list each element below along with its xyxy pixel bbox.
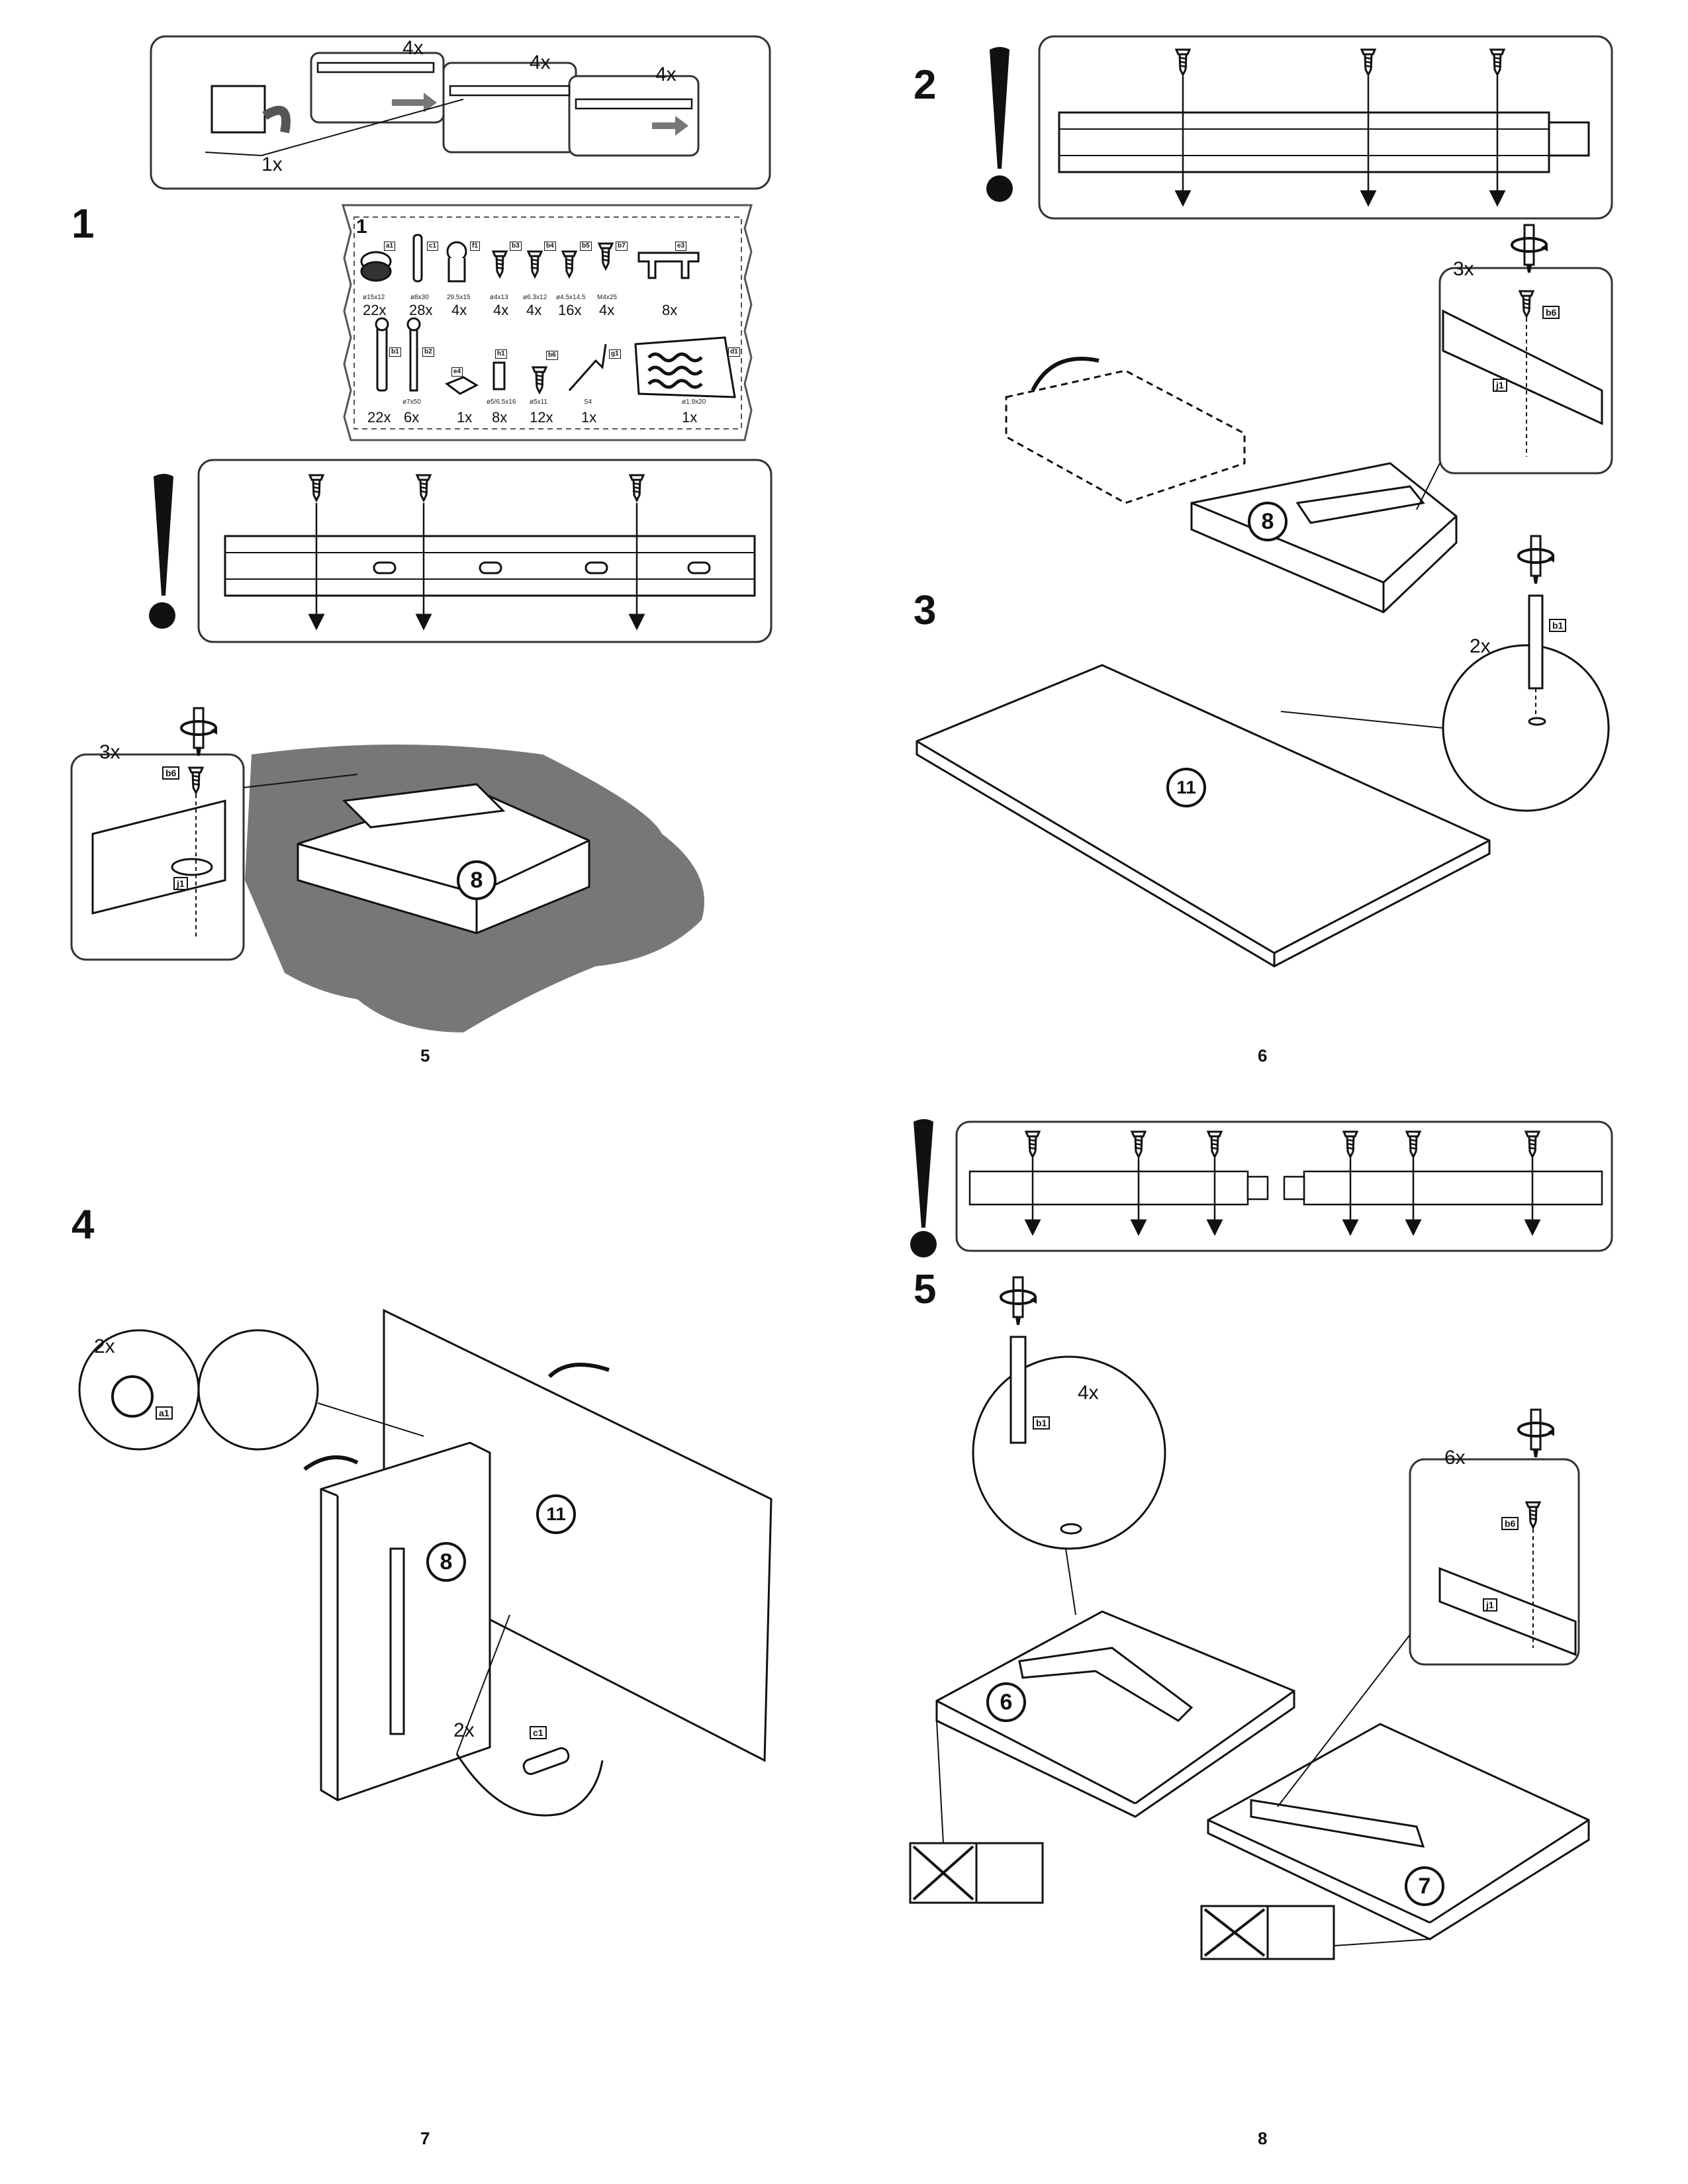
part-code: a1 — [384, 242, 396, 251]
panel-number-8: 8 — [426, 1542, 466, 1582]
part-qty: 4x — [493, 302, 509, 318]
part-qty: 22x — [363, 302, 387, 318]
parts-bag-label: 1 — [356, 216, 367, 238]
part-code: d1 — [728, 347, 740, 357]
detail-qty: 2x — [1470, 635, 1491, 657]
part-code: f1 — [470, 242, 480, 251]
part-code: b3 — [510, 242, 522, 251]
part-qty: 1x — [457, 409, 473, 426]
step-number-5: 5 — [914, 1267, 937, 1312]
part-code: b1 — [389, 347, 401, 357]
part-dim: 29.5x15 — [447, 294, 471, 301]
page-number: 8 — [1258, 2128, 1268, 2148]
panel-number-11: 11 — [536, 1494, 576, 1534]
part-dim: ø5/6.5x16 — [487, 398, 516, 406]
step-number-2: 2 — [914, 62, 937, 108]
dowel-code: c1 — [530, 1726, 547, 1739]
part-code: c1 — [427, 242, 439, 251]
panel-number-11: 11 — [1166, 768, 1206, 807]
detail-code-rail: j1 — [1493, 379, 1507, 392]
step-number-4: 4 — [71, 1202, 95, 1248]
part-qty: 4x — [451, 302, 467, 318]
detail-qty: 3x — [1453, 258, 1474, 280]
part-dim: ø8x30 — [410, 294, 429, 301]
cam-code: a1 — [156, 1406, 173, 1420]
panel-number-8: 8 — [1248, 502, 1288, 541]
part-dim: ø4.5x14.5 — [556, 294, 586, 301]
callout-qty-3: 4x — [655, 64, 677, 85]
part-qty: 4x — [526, 302, 542, 318]
page-number: 7 — [420, 2128, 430, 2148]
screw-qty: 6x — [1444, 1447, 1466, 1469]
part-qty: 4x — [599, 302, 615, 318]
pin-qty: 4x — [1078, 1382, 1099, 1404]
part-code: b2 — [422, 347, 434, 357]
part-code: b5 — [580, 242, 592, 251]
pin-code: b1 — [1033, 1416, 1051, 1430]
part-dim: ø15x12 — [363, 294, 385, 301]
part-dim: ø5x11 — [530, 398, 548, 406]
panel-number-8: 8 — [457, 860, 496, 900]
page-number: 5 — [420, 1046, 430, 1066]
panel-number-7: 7 — [1405, 1866, 1444, 1906]
part-code: b4 — [544, 242, 556, 251]
part-code: g1 — [609, 349, 621, 359]
detail-qty: 3x — [99, 741, 120, 763]
part-code: h1 — [495, 349, 507, 359]
part-qty: 8x — [492, 409, 508, 426]
screw-code: b6 — [1501, 1517, 1519, 1530]
cam-qty: 2x — [94, 1336, 115, 1357]
panel-number-6: 6 — [986, 1682, 1026, 1722]
part-qty: 1x — [581, 409, 597, 426]
part-code: e4 — [451, 367, 463, 377]
part-dim: ø6.3x12 — [523, 294, 547, 301]
callout-qty-4: 1x — [261, 154, 283, 175]
part-qty: 28x — [409, 302, 433, 318]
step-number-3: 3 — [914, 588, 937, 633]
detail-code: b1 — [1549, 619, 1567, 632]
part-qty: 22x — [367, 409, 391, 426]
part-dim: M4x25 — [597, 294, 618, 301]
detail-code-rail: j1 — [173, 877, 188, 890]
page-number: 6 — [1258, 1046, 1268, 1066]
step-number-1: 1 — [71, 201, 95, 247]
dowel-qty: 2x — [453, 1719, 475, 1741]
part-qty: 8x — [662, 302, 678, 318]
part-qty: 12x — [530, 409, 553, 426]
callout-qty-2: 4x — [530, 52, 551, 73]
rail-code: j1 — [1483, 1598, 1497, 1612]
part-qty: 6x — [404, 409, 420, 426]
part-dim: ø7x50 — [402, 398, 421, 406]
part-code: b6 — [546, 351, 558, 360]
detail-code-screw: b6 — [162, 766, 180, 780]
part-code: e3 — [675, 242, 687, 251]
part-qty: 1x — [682, 409, 698, 426]
part-code: b7 — [616, 242, 628, 251]
part-qty: 16x — [558, 302, 582, 318]
detail-code-screw: b6 — [1542, 306, 1560, 319]
part-dim: S4 — [584, 398, 592, 406]
part-dim: ø4x13 — [490, 294, 508, 301]
callout-qty-1: 4x — [402, 37, 424, 59]
part-dim: ø1.9x20 — [682, 398, 706, 406]
